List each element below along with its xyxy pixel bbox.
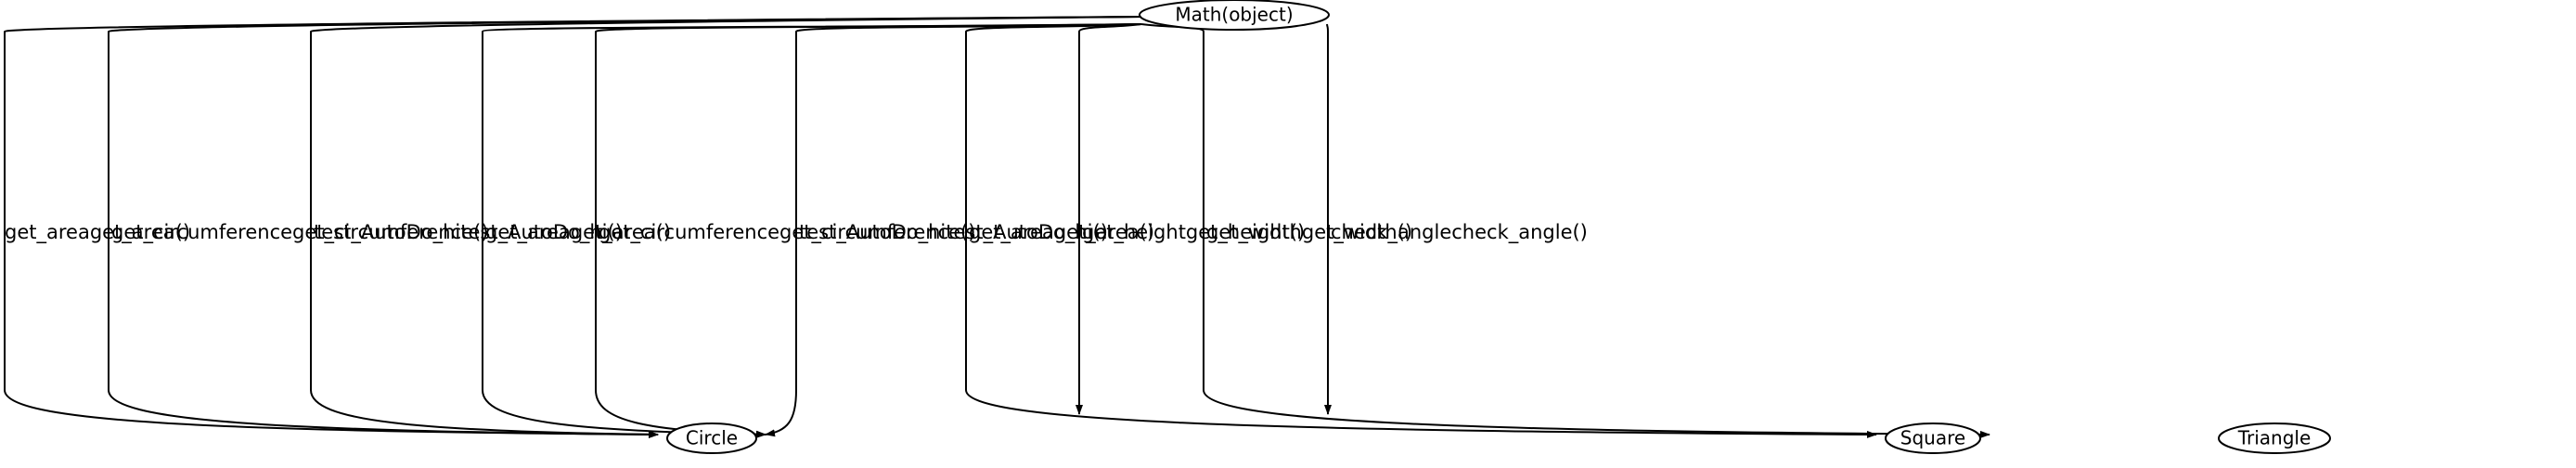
- node-square-shape[interactable]: [1885, 422, 1981, 454]
- edge-label: get_widthget_width(): [1206, 221, 1412, 244]
- node-math-label: Math(object): [1175, 4, 1293, 26]
- edge-label: get_circumferenceget_circumference(): [599, 221, 975, 244]
- edge-label: get_areaget_area(): [969, 221, 1154, 244]
- node-circle-shape[interactable]: [666, 422, 757, 454]
- node-square-label: Square: [1900, 427, 1965, 449]
- nodes-layer: Math(object) Circle Square Triangle: [666, 0, 2331, 454]
- edge-label: check_anglecheck_angle(): [1331, 221, 1588, 244]
- node-math-shape[interactable]: [1139, 0, 1330, 31]
- edge-labels-layer: get_areaget_area()get_circumferenceget_c…: [5, 221, 1588, 244]
- graph-edge: [310, 16, 1142, 438]
- edge-label: test_AutoDo_hitest_AutoDo_hi(): [799, 221, 1108, 244]
- edge-label: test_AutoDo_hitest_AutoDo_hi(): [314, 221, 623, 244]
- edge-label: get_circumferenceget_circumference(): [111, 221, 488, 244]
- graph-edge: [765, 23, 1142, 437]
- edges-layer: [4, 16, 1990, 438]
- graph-edge: [108, 16, 1142, 438]
- edge-label: get_areaget_area(): [5, 221, 190, 244]
- edge-label: get_areaget_area(): [485, 221, 671, 244]
- edge-label: get_heightget_height(): [1082, 221, 1305, 244]
- node-triangle-shape[interactable]: [2218, 422, 2331, 454]
- node-triangle-label: Triangle: [2237, 427, 2312, 449]
- node-circle-label: Circle: [686, 427, 738, 449]
- graph-edge: [1324, 23, 1332, 415]
- graph-edge: [1075, 23, 1142, 415]
- graph-edge: [965, 23, 1877, 438]
